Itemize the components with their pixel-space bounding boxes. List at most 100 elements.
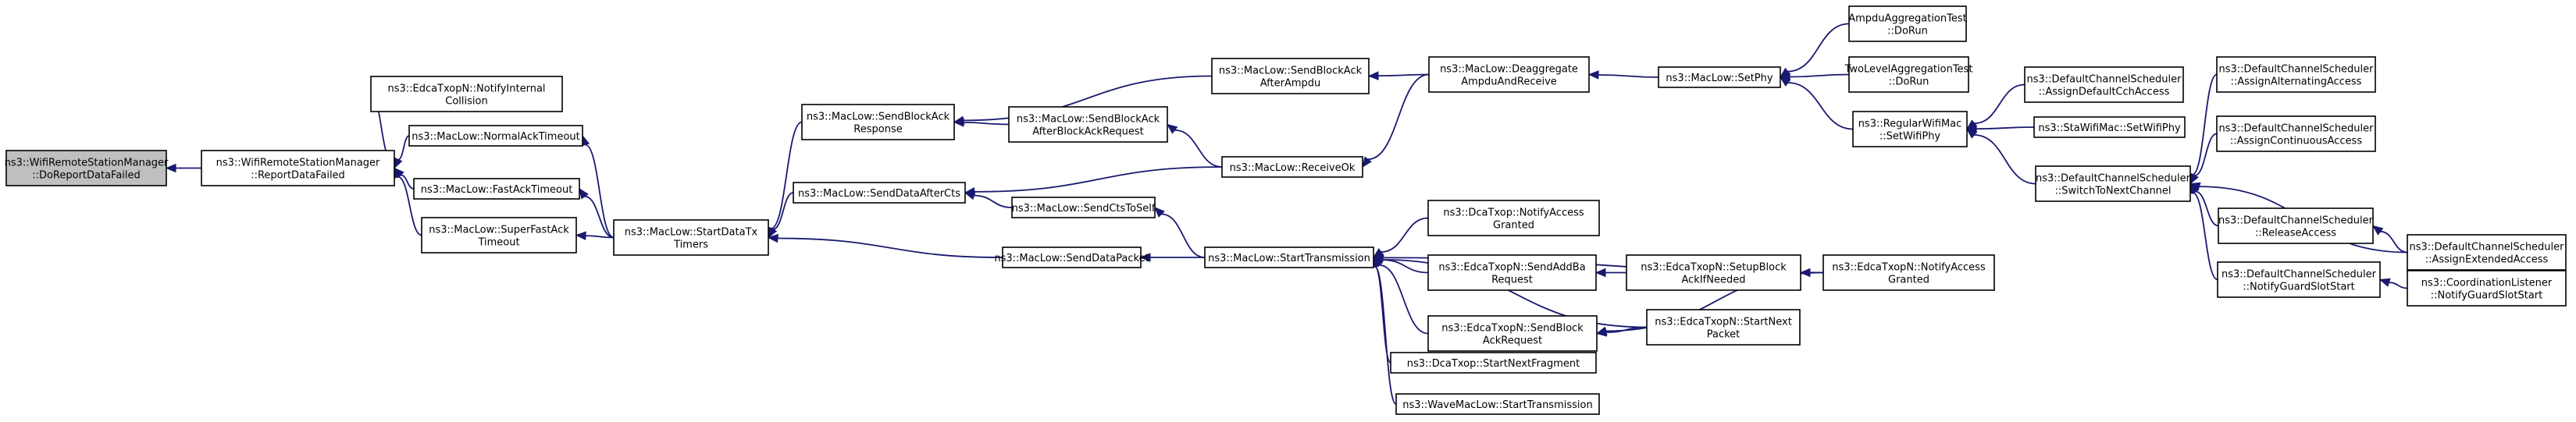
node-box [1204,246,1374,268]
edge-arrowhead [1362,156,1372,168]
edge-n7-to-n6 [766,121,803,239]
edge-n9-to-n6 [767,233,1003,258]
graph-node-n24[interactable]: ns3::MacLow::SetPhy [1658,66,1781,88]
node-label-line: ns3::MacLow::SendDataPacket [994,253,1149,264]
graph-node-n35[interactable]: ns3::DefaultChannelScheduler::AssignExte… [2407,234,2567,271]
edge-line [1367,73,1430,161]
node-box [1011,197,1156,218]
edge-line [772,192,794,230]
edge-line [1174,129,1223,168]
edge-n25-to-n24 [1779,23,1850,78]
graph-node-n13[interactable]: ns3::MacLow::StartTransmission [1204,246,1374,268]
node-label-line: ::SetWifiPhy [1879,131,1941,143]
edge-arrowhead [1965,128,1978,139]
edge-n14-to-n8 [964,166,1223,197]
edge-arrowhead [1587,70,1599,80]
node-box [1646,309,1801,346]
node-label-line: ns3::DefaultChannelScheduler [2221,269,2377,281]
node-box [5,150,167,186]
edge-arrowhead [1166,123,1178,134]
edge-line [397,176,422,236]
edge-arrowhead [1139,253,1151,262]
edge-arrowhead [165,163,176,173]
graph-node-n19[interactable]: ns3::DcaTxop::StartNextFragment [1390,352,1597,374]
edge-line [777,237,1003,258]
edge-n30-to-n27 [1965,128,2036,185]
edge-arrowhead [2371,225,2384,236]
edge-n27-to-n24 [1779,76,1854,130]
graph-node-n27[interactable]: ns3::RegularWifiMac::SetWifiPhy [1852,111,1968,147]
node-label-line: ::NotifyGuardSlotStart [2431,290,2543,302]
edge-line [1374,265,1391,363]
graph-node-n9[interactable]: ns3::MacLow::SendDataPacket [994,246,1149,268]
node-label-line: ns3::WifiRemoteStationManager [5,158,169,169]
graph-node-n32[interactable]: ns3::DefaultChannelScheduler::AssignCont… [2216,115,2376,152]
node-label-line: ns3::MacLow::SendDataAfterCts [798,188,960,200]
edge-line [1161,213,1206,258]
graph-node-n8[interactable]: ns3::MacLow::SendDataAfterCts [793,182,966,204]
edge-line [585,235,615,239]
node-box [370,76,563,112]
node-label-line: ns3::WifiRemoteStationManager [216,158,380,169]
graph-node-n20[interactable]: ns3::WaveMacLow::StartTransmission [1395,393,1600,415]
edge-n15-to-n10 [1367,71,1430,80]
node-box [1390,352,1597,374]
graph-node-n4[interactable]: ns3::MacLow::FastAckTimeout [413,178,580,200]
node-box [1427,315,1598,352]
node-box [1822,254,1995,291]
graph-node-n11[interactable]: ns3::MacLow::SendBlockAckAfterBlockAckRe… [1008,106,1168,143]
node-label-line: ns3::MacLow::SetPhy [1666,73,1773,84]
edge-line [1974,134,2036,185]
node-label-line: ns3::DefaultChannelScheduler [2410,242,2565,254]
edge-n28-to-n27 [1965,83,2026,130]
node-label-line: ns3::MacLow::FastAckTimeout [421,184,573,196]
node-label-line: Granted [1888,275,1929,286]
node-label-line: ns3::DcaTxop::NotifyAccess [1443,207,1584,219]
node-label-line: ns3::MacLow::NormalAckTimeout [412,131,580,143]
graph-node-n31[interactable]: ns3::DefaultChannelScheduler::AssignAlte… [2216,56,2376,93]
node-label-line: TwoLevelAggregationTest [1844,64,1973,76]
graph-node-n0[interactable]: ns3::WifiRemoteStationManager::DoReportD… [5,150,169,186]
graph-node-n1[interactable]: ns3::WifiRemoteStationManager::ReportDat… [201,150,395,186]
node-label-line: ns3::MacLow::ReceiveOk [1230,162,1356,174]
nodes-layer: ns3::WifiRemoteStationManager::DoReportD… [5,5,2567,415]
node-box [2217,261,2381,298]
graph-node-n29[interactable]: ns3::StaWifiMac::SetWifiPhy [2033,116,2186,138]
graph-node-n33[interactable]: ns3::DefaultChannelScheduler::ReleaseAcc… [2218,207,2374,244]
graph-node-n34[interactable]: ns3::DefaultChannelScheduler::NotifyGuar… [2217,261,2381,298]
node-box [1658,66,1781,88]
graph-node-n14[interactable]: ns3::MacLow::ReceiveOk [1221,156,1363,178]
edge-n21-to-n17 [1594,268,1626,278]
graph-node-n26[interactable]: TwoLevelAggregationTest::DoRun [1844,56,1973,93]
node-box [2035,165,2191,202]
node-label-line: ns3::DefaultChannelScheduler [2036,173,2191,185]
node-label-line: ns3::WaveMacLow::StartTransmission [1402,399,1592,411]
graph-node-n25[interactable]: AmpduAggregationTest::DoRun [1848,5,1967,42]
edge-n6-to-n3 [581,134,615,239]
edge-arrowhead [1154,207,1165,218]
node-label-line: ::AssignExtendedAccess [2425,254,2549,266]
edge-arrowhead [1372,255,1384,264]
graph-node-n30[interactable]: ns3::DefaultChannelScheduler::SwitchToNe… [2035,165,2191,202]
graph-node-n36[interactable]: ns3::CoordinationListener::NotifyGuardSl… [2407,270,2567,307]
graph-node-n3[interactable]: ns3::MacLow::NormalAckTimeout [408,125,583,147]
graph-node-n12[interactable]: ns3::MacLow::SendCtsToSelf [1011,197,1156,218]
edge-n11-to-n7 [953,118,1010,127]
edge-arrowhead [394,157,403,169]
edge-n13-to-n12 [1154,207,1206,258]
graph-node-n28[interactable]: ns3::DefaultChannelScheduler::AssignDefa… [2024,66,2184,103]
edge-arrowhead [1779,76,1791,87]
edge-line [1381,217,1429,253]
